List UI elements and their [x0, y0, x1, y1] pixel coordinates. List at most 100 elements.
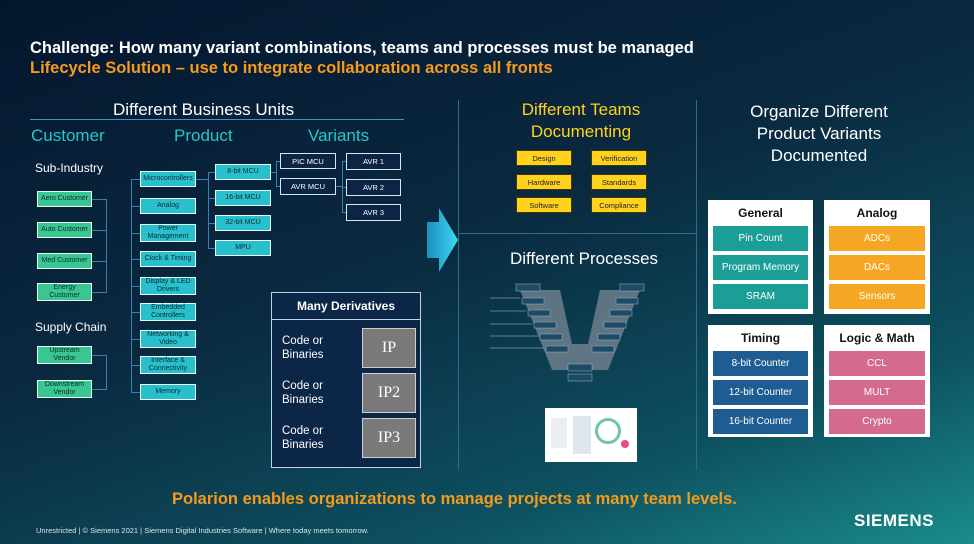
team-box-hardware: Hardware — [516, 174, 572, 190]
variant-group-title: General — [738, 206, 783, 220]
connector — [208, 172, 209, 249]
derivative-text: Code or Binaries — [282, 335, 324, 361]
team-box-verification: Verification — [591, 150, 647, 166]
connector — [131, 365, 140, 366]
variant-box-avr3: AVR 3 — [346, 204, 401, 221]
variant-group-title: Analog — [856, 206, 898, 220]
customer-box-auto: Auto Customer — [37, 222, 92, 238]
connector — [92, 292, 106, 293]
product-box-embedded-controllers: Embedded Controllers — [140, 303, 196, 321]
customer-label: Customer — [31, 126, 105, 145]
product-label: Product — [174, 126, 233, 145]
variant-item: Sensors — [829, 284, 925, 309]
mcu-box-8bit: 8-bit MCU — [215, 164, 271, 180]
tagline: Polarion enables organizations to manage… — [172, 490, 737, 508]
supply-chain-label: Supply Chain — [35, 320, 107, 334]
connector — [131, 233, 140, 234]
product-box-clock-timing: Clock & Timing — [140, 251, 196, 267]
section-divider-vertical-1 — [458, 100, 459, 470]
footer-text: Unrestricted | © Siemens 2021 | Siemens … — [36, 526, 369, 535]
connector — [131, 312, 140, 313]
customer-box-energy: Energy Customer — [37, 283, 92, 301]
thumbnail-list-icon — [573, 416, 591, 454]
variant-group-title: Logic & Math — [839, 331, 915, 345]
connector — [276, 186, 280, 187]
derivatives-panel: Many Derivatives Code or Binaries IP Cod… — [271, 292, 421, 468]
product-box-power-management: Power Management — [140, 224, 196, 242]
family-box-avr-mcu: AVR MCU — [280, 178, 336, 195]
business-units-underline — [30, 119, 404, 120]
product-box-memory: Memory — [140, 384, 196, 400]
derivatives-header: Many Derivatives — [272, 293, 420, 320]
product-box-microcontrollers: Microcontrollers — [140, 171, 196, 187]
connector — [131, 392, 140, 393]
product-box-analog: Analog — [140, 198, 196, 214]
connector — [92, 261, 106, 262]
variant-item: ADCs — [829, 226, 925, 251]
connector — [92, 389, 106, 390]
thumbnail-dot-icon — [621, 440, 629, 448]
siemens-logo: SIEMENS — [854, 511, 935, 530]
connector — [106, 199, 107, 293]
teams-header: Different Teams Documenting — [521, 100, 641, 141]
product-box-interface-connectivity: Interface & Connectivity — [140, 356, 196, 374]
connector — [131, 286, 140, 287]
sub-industry-label: Sub-Industry — [35, 161, 104, 175]
family-box-pic-mcu: PIC MCU — [280, 153, 336, 169]
variant-item: DACs — [829, 255, 925, 280]
processes-header: Different Processes — [510, 249, 659, 268]
connector — [131, 259, 140, 260]
ip-block: IP — [362, 328, 416, 368]
connector — [276, 161, 277, 187]
variant-item: 16-bit Counter — [713, 409, 808, 434]
connector — [208, 223, 215, 224]
connector — [131, 179, 140, 180]
team-box-standards: Standards — [591, 174, 647, 190]
ip-block: IP2 — [362, 373, 416, 413]
variant-item: MULT — [829, 380, 925, 405]
customer-box-med: Med Customer — [37, 253, 92, 269]
section-divider-horizontal — [458, 233, 696, 234]
process-screenshot-thumbnail — [545, 408, 637, 462]
slide-subtitle: Lifecycle Solution – use to integrate co… — [30, 59, 553, 77]
variant-item: 12-bit Counter — [713, 380, 808, 405]
process-v-model-diagram — [490, 283, 645, 382]
variant-group-timing: Timing 8-bit Counter 12-bit Counter 16-b… — [708, 325, 813, 437]
variants-panel-header: Organize Different Product Variants Docu… — [750, 102, 888, 165]
variant-group-general: General Pin Count Program Memory SRAM — [708, 200, 813, 314]
derivative-text: Code or Binaries — [282, 380, 324, 406]
customer-box-aero: Aero Customer — [37, 191, 92, 207]
mcu-box-mpu: MPU — [215, 240, 271, 256]
connector — [208, 172, 215, 173]
product-box-networking-video: Networking & Video — [140, 330, 196, 348]
variant-box-avr1: AVR 1 — [346, 153, 401, 170]
variant-group-title: Timing — [740, 331, 781, 345]
variant-item: Crypto — [829, 409, 925, 434]
connector — [92, 355, 106, 356]
product-box-display-led: Display & LED Drivers — [140, 277, 196, 295]
connector — [92, 199, 106, 200]
connector — [276, 161, 280, 162]
supply-box-upstream: Upstream Vendor — [37, 346, 92, 364]
connector — [131, 339, 140, 340]
connector — [342, 161, 346, 162]
connector — [106, 355, 107, 390]
connector — [208, 198, 215, 199]
connector — [208, 248, 215, 249]
supply-box-downstream: Downstream Vendor — [37, 380, 92, 398]
connector — [92, 230, 106, 231]
thumbnail-chart-icon — [551, 418, 567, 448]
mcu-box-32bit: 32-bit MCU — [215, 215, 271, 231]
thumbnail-ring-icon — [595, 418, 621, 444]
section-divider-vertical-2 — [696, 100, 697, 470]
variant-item: Program Memory — [713, 255, 808, 280]
variant-group-logic-math: Logic & Math CCL MULT Crypto — [824, 325, 930, 437]
variant-group-analog: Analog ADCs DACs Sensors — [824, 200, 930, 314]
connector — [342, 212, 346, 213]
connector — [271, 172, 276, 173]
ip-block: IP3 — [362, 418, 416, 458]
connector — [336, 186, 342, 187]
right-arrow-icon — [427, 208, 458, 272]
connector — [131, 206, 140, 207]
connector — [196, 179, 208, 180]
